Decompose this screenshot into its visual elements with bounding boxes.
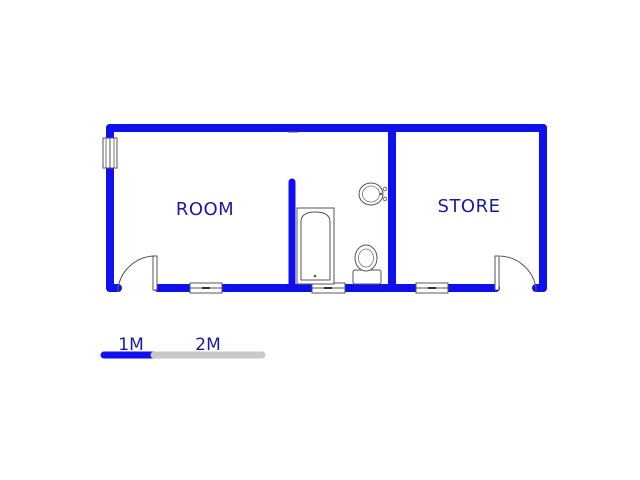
room-label-room: ROOM: [176, 199, 234, 220]
interior-walls: [288, 124, 396, 292]
wash-basin: [358, 182, 388, 206]
room-label-store: STORE: [438, 196, 501, 217]
scale-label-1m: 1M: [118, 335, 143, 355]
toilet: [352, 244, 382, 285]
bottom-window-1: [189, 282, 223, 294]
room-door: [117, 255, 158, 292]
exterior-walls: [106, 124, 547, 292]
scale-label-2m: 2M: [195, 335, 220, 355]
scale-bar: 1M 2M: [100, 335, 266, 359]
bathtub: [296, 207, 335, 285]
store-door: [494, 255, 537, 292]
left-window: [102, 137, 118, 169]
bottom-window-3: [415, 282, 449, 294]
